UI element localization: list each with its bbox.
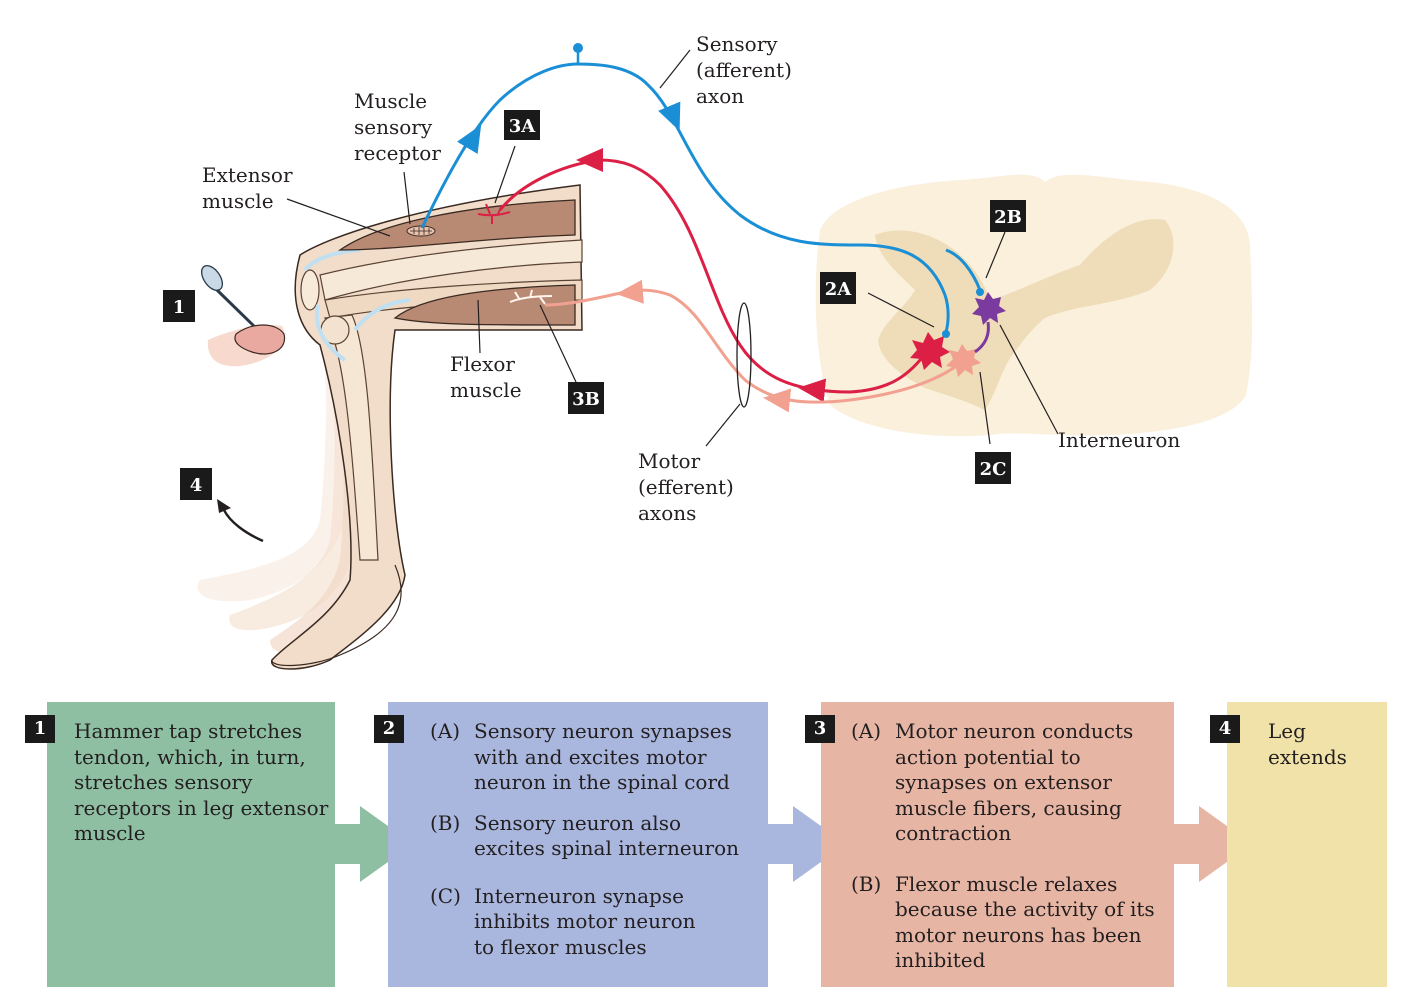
step-2b-item: (B) Sensory neuron also excites spinal i… [430,810,740,861]
step-4-badge: 4 [1210,715,1240,743]
step-1-arrow [335,806,413,882]
svg-text:2A: 2A [825,279,853,300]
svg-text:1: 1 [173,297,186,318]
svg-text:3B: 3B [572,389,600,410]
leg-extends-arrow [222,509,264,543]
svg-text:4: 4 [190,475,203,496]
badge-3a: 3A [504,110,540,140]
interneuron-cell [972,292,1006,325]
badge-3b: 3B [568,382,604,414]
step-4-text: Leg extends [1268,719,1347,769]
step-2-panel [388,702,768,987]
badge-2b: 2B [990,200,1026,232]
sensory-axon-path [420,62,950,333]
step-3-panel [821,702,1174,987]
step-3b-item: (B) Flexor muscle relaxes because the ac… [851,871,1155,973]
step-4-panel [1227,702,1387,987]
motor-axon-bundle [736,302,752,408]
reflex-hammer-icon [200,264,286,367]
reflex-diagram: Sensory (afferent) axon Muscle sensory r… [163,32,1253,670]
svg-text:3A: 3A [509,116,537,137]
sensory-arrow-up [456,124,482,155]
step-1-text: Hammer tap stretches tendon, which, in t… [74,719,329,845]
step-2-text: (A) Sensory neuron synapses with and exc… [430,719,766,960]
motor-neuron-flexor [946,344,981,377]
sensory-axon-branch [945,248,982,291]
label-muscle-sensory-receptor: Muscle sensory receptor [354,89,441,165]
step-1-badge: 1 [25,715,55,743]
step-2a-item: (A) Sensory neuron synapses with and exc… [430,719,732,794]
step-3a-item: (A) Motor neuron conducts action potenti… [851,719,1134,845]
sensory-cell-body [573,43,583,53]
svg-text:2B: 2B [994,207,1022,228]
step-3-text: (A) Motor neuron conducts action potenti… [851,719,1171,974]
step-3-arrow [1174,806,1252,882]
leader-lines [286,49,1059,447]
badge-2c: 2C [975,452,1011,484]
leg-extends-arrowhead [217,499,231,513]
label-sensory-axon: Sensory (afferent) axon [696,32,798,108]
label-extensor-muscle: Extensor muscle [202,163,299,213]
motor-extensor-arrow-2 [798,378,827,403]
spinal-cord-section [815,174,1253,437]
sensory-arrow-down [658,101,681,132]
motor-flexor-arrow-2 [763,388,792,413]
badge-4: 4 [180,468,212,500]
motor-neuron-extensor [910,332,950,370]
label-flexor-muscle: Flexor muscle [450,352,522,402]
motor-flexor-arrow-1 [616,279,644,304]
svg-text:2C: 2C [980,459,1007,480]
step-2-arrow [768,806,846,882]
leg [271,184,583,670]
interneuron-axon [974,321,990,354]
sensory-terminal-2b [976,288,984,296]
label-motor-axons: Motor (efferent) axons [638,449,740,525]
step-2-badge: 2 [374,715,404,743]
step-1-panel [47,702,335,987]
badge-1: 1 [163,290,195,322]
step-2c-item: (C) Interneuron synapse inhibits motor n… [430,883,696,959]
step-3-badge: 3 [805,715,835,743]
label-interneuron: Interneuron [1058,428,1180,452]
badge-2a: 2A [820,272,856,304]
